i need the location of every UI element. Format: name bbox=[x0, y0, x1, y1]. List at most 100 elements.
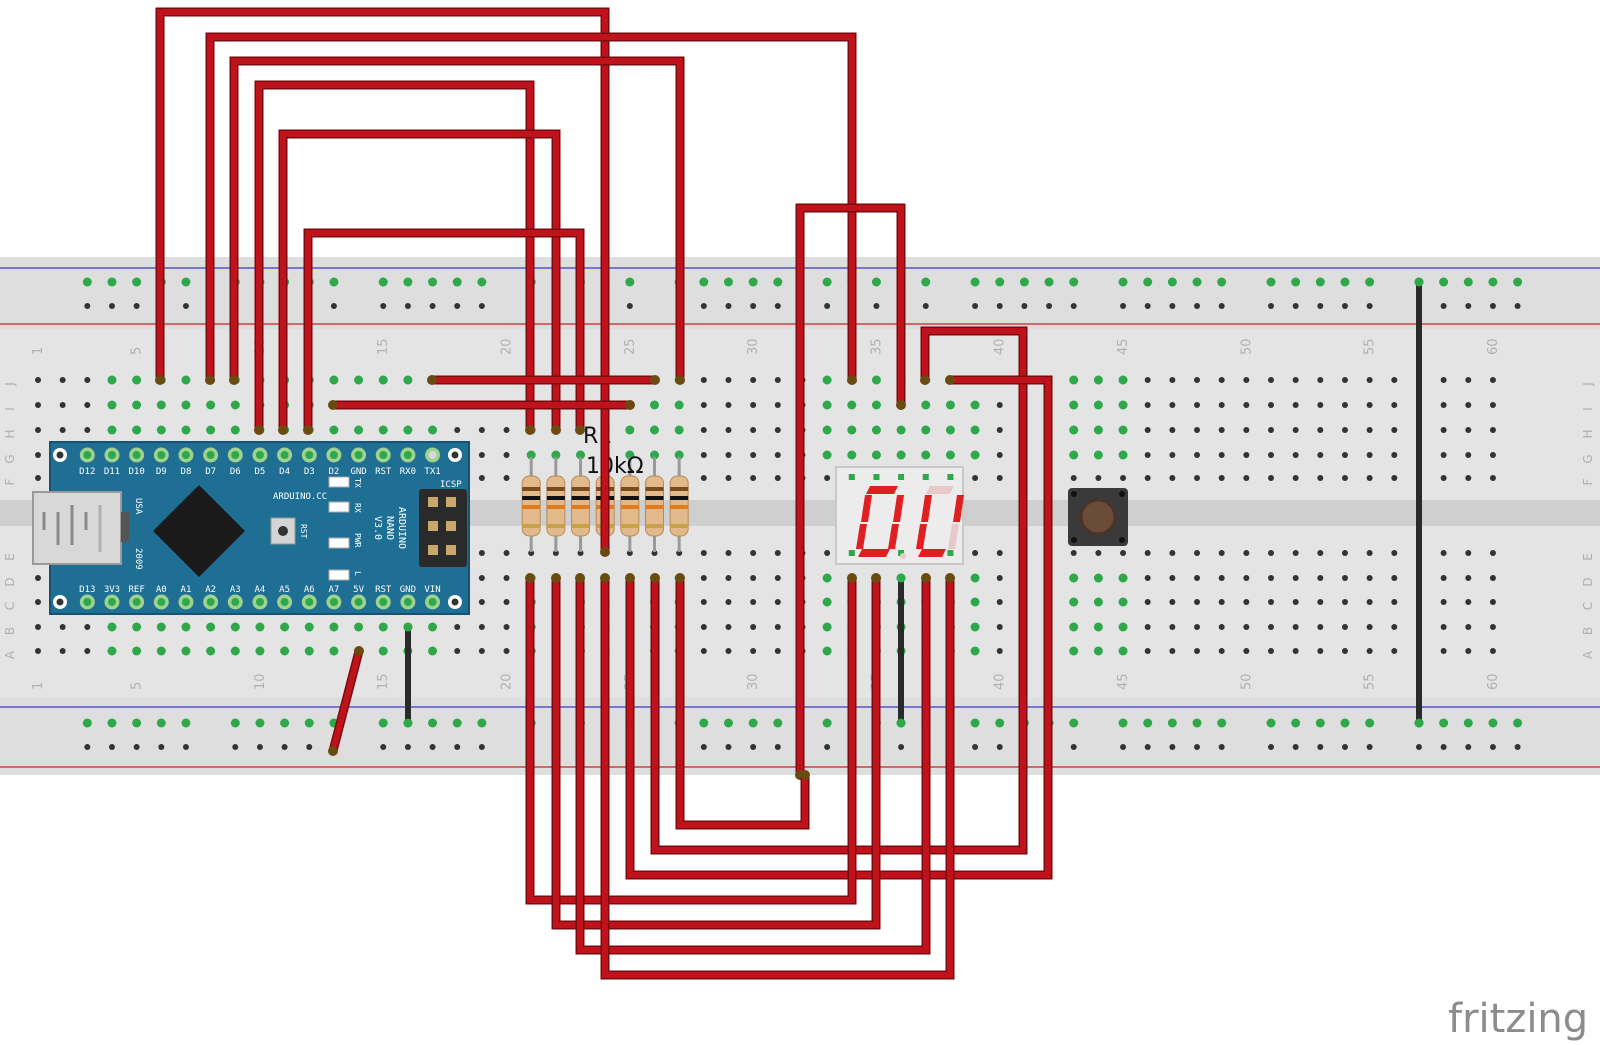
usb-pins bbox=[121, 512, 129, 542]
rail-hole bbox=[1167, 718, 1177, 728]
arduino-pin bbox=[255, 451, 264, 459]
rail-hole bbox=[232, 744, 239, 750]
red-wire bbox=[602, 578, 953, 978]
rail-hole bbox=[255, 718, 265, 728]
row-label: C bbox=[1581, 602, 1595, 610]
arduino-pin bbox=[305, 451, 314, 459]
arduino-pin-row bbox=[53, 447, 462, 610]
wire-end bbox=[847, 573, 857, 583]
column-number-bottom: 50 bbox=[1239, 673, 1254, 690]
arduino-pin-label: A3 bbox=[230, 585, 241, 595]
rail-hole bbox=[454, 744, 461, 750]
resistor-band bbox=[522, 524, 541, 528]
column-number-top: 15 bbox=[376, 338, 391, 355]
rail-hole bbox=[181, 277, 191, 287]
breadboard-hole bbox=[1243, 402, 1250, 408]
led-pwr bbox=[328, 537, 350, 549]
arduino-nano[interactable]: D12D13D113V3D10REFD9A0D8A1D7A2D6A3D5A4D4… bbox=[32, 441, 470, 615]
wire-end bbox=[625, 573, 635, 583]
rail-hole bbox=[107, 277, 117, 287]
resistor-band bbox=[571, 524, 590, 528]
rail-hole bbox=[1366, 744, 1373, 750]
breadboard-hole bbox=[503, 599, 510, 605]
breadboard-hole bbox=[1268, 550, 1274, 556]
breadboard-hole bbox=[1194, 648, 1201, 654]
usb-connector[interactable] bbox=[32, 491, 122, 565]
rail-hole bbox=[1217, 277, 1227, 287]
breadboard-hole bbox=[1366, 550, 1373, 556]
resistor-band bbox=[645, 524, 664, 528]
usb-icon bbox=[42, 505, 102, 552]
rail-hole bbox=[773, 277, 783, 287]
led-l-label: L bbox=[353, 571, 362, 576]
breadboard-hole bbox=[725, 575, 732, 581]
pushbutton[interactable] bbox=[1068, 488, 1128, 546]
arduino-pin bbox=[181, 451, 190, 459]
breadboard-hole bbox=[1341, 624, 1348, 630]
seven-segment-display[interactable] bbox=[835, 466, 964, 565]
breadboard-hole bbox=[970, 646, 980, 656]
breadboard-hole bbox=[1243, 575, 1250, 581]
breadboard-hole bbox=[725, 599, 732, 605]
breadboard-hole bbox=[1268, 402, 1274, 408]
rail-hole bbox=[108, 744, 115, 750]
icsp-pin bbox=[446, 545, 456, 555]
arduino-pin-label: D3 bbox=[304, 467, 315, 477]
rail-hole bbox=[699, 718, 709, 728]
breadboard-hole bbox=[59, 648, 66, 654]
rail-hole bbox=[1514, 303, 1521, 309]
row-label: J bbox=[3, 382, 17, 387]
breadboard-hole bbox=[1440, 550, 1447, 556]
breadboard-hole bbox=[945, 425, 955, 435]
breadboard-hole bbox=[1218, 550, 1225, 556]
breadboard-hole bbox=[503, 550, 510, 556]
breadboard-hole bbox=[107, 622, 117, 632]
rail-hole bbox=[1268, 303, 1274, 309]
breadboard-hole bbox=[725, 427, 732, 433]
breadboard-hole bbox=[1465, 575, 1472, 581]
breadboard-hole bbox=[1292, 475, 1299, 481]
wire-end bbox=[675, 573, 685, 583]
rail-hole bbox=[1465, 303, 1472, 309]
arduino-pin-label: 3V3 bbox=[104, 585, 120, 595]
breadboard-hole bbox=[1391, 427, 1398, 433]
breadboard-hole bbox=[750, 475, 757, 481]
column-number-bottom: 40 bbox=[993, 673, 1008, 690]
rail-hole bbox=[304, 718, 314, 728]
breadboard-hole bbox=[1292, 575, 1299, 581]
breadboard-hole bbox=[822, 646, 832, 656]
resistor-array[interactable] bbox=[521, 457, 689, 552]
rail-hole bbox=[230, 718, 240, 728]
wire-end bbox=[920, 375, 930, 385]
led-tx-label: TX bbox=[353, 478, 362, 488]
wire-end bbox=[871, 573, 881, 583]
arduino-pin-label: GND bbox=[400, 585, 416, 595]
breadboard-hole bbox=[824, 475, 831, 481]
breadboard-hole bbox=[1292, 648, 1299, 654]
breadboard-hole bbox=[1317, 575, 1324, 581]
arduino-pin bbox=[231, 451, 240, 459]
breadboard-hole bbox=[1194, 475, 1201, 481]
breadboard-hole bbox=[1268, 648, 1274, 654]
rail-hole bbox=[452, 277, 462, 287]
breadboard-hole bbox=[1465, 648, 1472, 654]
breadboard-hole bbox=[1169, 575, 1176, 581]
arduino-pin bbox=[107, 598, 116, 606]
breadboard-hole bbox=[1489, 427, 1496, 433]
breadboard-hole bbox=[972, 475, 979, 481]
display-pin bbox=[848, 550, 855, 556]
breadboard-hole bbox=[674, 425, 684, 435]
pushbutton-cap[interactable] bbox=[1079, 498, 1117, 536]
breadboard-hole bbox=[970, 622, 980, 632]
breadboard-hole bbox=[1292, 550, 1299, 556]
breadboard-hole bbox=[428, 646, 438, 656]
red-wire bbox=[330, 650, 362, 752]
breadboard-hole bbox=[1218, 475, 1225, 481]
column-number-top: 35 bbox=[869, 338, 884, 355]
breadboard-hole bbox=[1144, 452, 1151, 458]
breadboard-hole bbox=[1169, 402, 1176, 408]
wire-end bbox=[229, 375, 239, 385]
breadboard-hole bbox=[1144, 427, 1151, 433]
breadboard-hole bbox=[871, 375, 881, 385]
breadboard-hole bbox=[822, 375, 832, 385]
